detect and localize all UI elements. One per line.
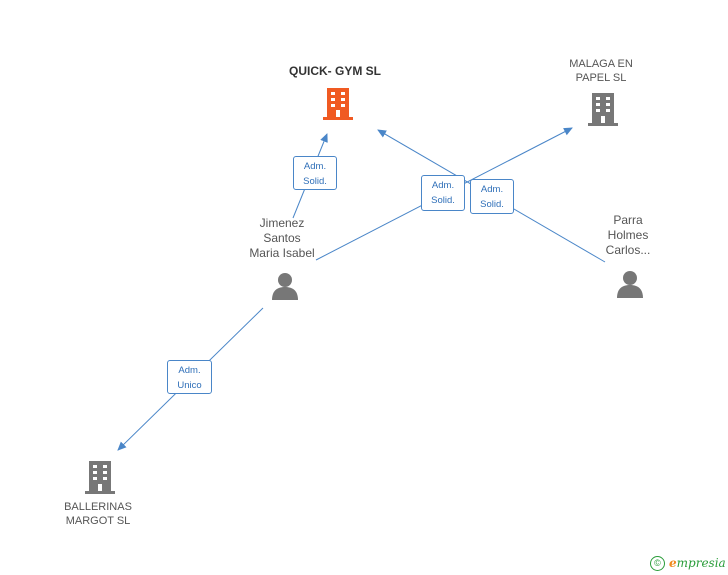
- node-label-parra-holmes[interactable]: Parra Holmes Carlos...: [588, 213, 668, 258]
- empresia-watermark: © empresia: [650, 556, 726, 572]
- edge-label-jimenez-ballerinas[interactable]: Adm. Unico: [167, 360, 212, 394]
- node-label-line: PAPEL SL: [575, 72, 627, 84]
- building-icon[interactable]: [587, 91, 619, 126]
- node-label-line: Carlos...: [605, 243, 651, 257]
- copyright-icon: ©: [650, 556, 665, 572]
- node-label-line: Parra: [613, 213, 643, 227]
- edge-label-line: Adm.: [178, 365, 201, 376]
- person-icon[interactable]: [270, 272, 300, 300]
- edge-label-line: Unico: [177, 380, 202, 391]
- building-icon[interactable]: [322, 86, 354, 120]
- node-label-jimenez-santos[interactable]: Jimenez Santos Maria Isabel: [232, 216, 332, 261]
- node-label-quick-gym[interactable]: QUICK- GYM SL: [289, 64, 381, 78]
- person-icon[interactable]: [615, 270, 645, 298]
- node-label-line: MARGOT SL: [65, 515, 131, 527]
- edge-label-parra-quick-gym[interactable]: Adm. Solid.: [470, 179, 514, 214]
- edge-label-line: Adm.: [303, 161, 327, 172]
- edge-label-line: Adm.: [480, 184, 504, 195]
- edge-label-line: Solid.: [431, 195, 455, 206]
- node-label-line: BALLERINAS: [64, 501, 132, 513]
- edge-label-jimenez-quick-gym[interactable]: Adm. Solid.: [293, 156, 337, 190]
- brand-initial: e: [669, 556, 677, 570]
- edge-label-line: Solid.: [303, 176, 327, 187]
- node-label-malaga-en-papel[interactable]: MALAGA EN PAPEL SL: [551, 57, 651, 85]
- node-label-line: Jimenez: [259, 216, 305, 230]
- edge-label-jimenez-malaga[interactable]: Adm. Solid.: [421, 175, 465, 211]
- edge-label-line: Adm.: [431, 180, 455, 191]
- node-label-ballerinas-margot[interactable]: BALLERINAS MARGOT SL: [48, 500, 148, 528]
- brand-name: mpresia: [676, 556, 726, 570]
- node-label-line: Maria Isabel: [249, 246, 315, 260]
- edge-label-line: Solid.: [480, 199, 504, 210]
- node-label-line: Santos: [263, 231, 301, 245]
- building-icon[interactable]: [84, 459, 116, 494]
- node-label-line: MALAGA EN: [569, 58, 633, 70]
- node-label-line: Holmes: [607, 228, 649, 242]
